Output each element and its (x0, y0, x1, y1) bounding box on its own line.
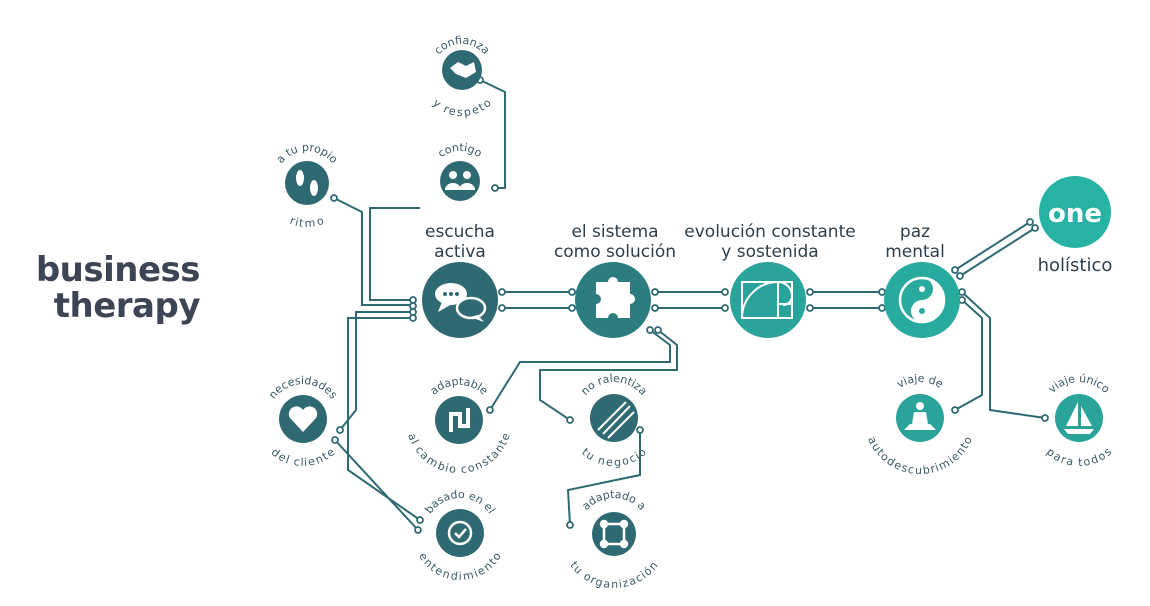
footprints-icon (296, 170, 318, 196)
sistema-title: el sistema como solución (553, 222, 677, 262)
escucha-title: escucha activa (425, 222, 495, 262)
handshake-icon (450, 62, 476, 78)
svg-text:del cliente: del cliente (269, 445, 338, 469)
node-escucha (422, 262, 498, 338)
node-sistema (575, 262, 651, 338)
brand-line-2: therapy (53, 286, 201, 326)
brand-title: business therapy (30, 250, 201, 326)
svg-text:tu organización: tu organización (567, 559, 660, 591)
meditation-icon (904, 402, 936, 430)
satellite-viaje-auto: viaje de autodescubrimiento (865, 372, 975, 477)
satellite-viaje-unico: viaje único para todos (1044, 372, 1114, 469)
svg-text:viaje de: viaje de (895, 372, 946, 391)
satellite-adaptado: adaptado a tu organización (567, 488, 660, 591)
check-badge-icon (447, 520, 473, 546)
one-logo: one (1048, 199, 1102, 229)
yin-yang-icon (898, 276, 946, 324)
people-icon (445, 171, 475, 190)
no-slow-icon (597, 401, 635, 439)
svg-text:y respeto: y respeto (430, 96, 494, 119)
circuit-lines (333, 79, 1046, 531)
sailboat-icon (1064, 402, 1094, 434)
puzzle-piece-icon (596, 277, 635, 318)
node-paz (884, 262, 960, 338)
svg-text:adaptado a: adaptado a (579, 488, 648, 513)
satellite-confianza: confianza y respeto (430, 34, 494, 119)
svg-text:para todos: para todos (1044, 445, 1114, 469)
node-one: one (1039, 176, 1111, 248)
svg-text:adaptable: adaptable (428, 375, 491, 398)
brand-line-1: business (35, 250, 201, 290)
paz-title: paz mental (885, 222, 945, 262)
svg-text:ritmo: ritmo (288, 214, 326, 230)
satellite-basado: basado en el entendimiento (416, 488, 504, 583)
svg-text:no ralentiza: no ralentiza (578, 372, 650, 398)
node-evolucion (730, 262, 806, 338)
speech-bubbles-icon (435, 283, 487, 322)
network-icon (599, 519, 629, 549)
satellite-contigo: contigo (436, 141, 485, 201)
svg-text:viaje único: viaje único (1046, 372, 1113, 396)
satellite-necesidades: necesidades del cliente (266, 374, 340, 469)
svg-text:confianza: confianza (432, 34, 493, 57)
satellite-adaptable: adaptable al cambio constante (405, 375, 513, 476)
svg-text:tu negocio: tu negocio (579, 445, 649, 469)
adaptable-icon (449, 408, 470, 432)
heart-icon (288, 406, 318, 432)
svg-text:contigo: contigo (436, 141, 485, 160)
satellite-ritmo: a tu propio ritmo (274, 141, 341, 230)
one-label: holístico (1037, 255, 1113, 276)
golden-spiral-icon (741, 280, 794, 319)
evolucion-title: evolución constante y sostenida (684, 222, 856, 262)
